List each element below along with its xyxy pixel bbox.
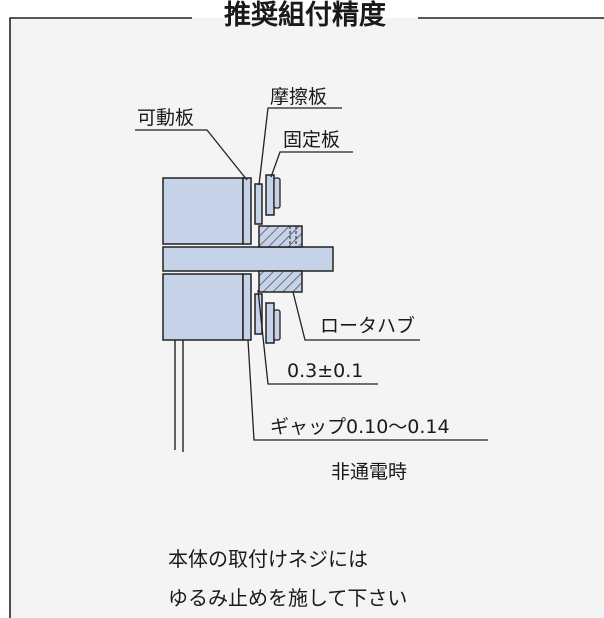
label-movable-plate: 可動板 [137,107,194,129]
fixed-plate-upper [265,174,275,216]
note-line-1: 本体の取付けネジには [168,547,368,571]
label-fixed-plate: 固定板 [283,129,340,151]
housing-upper [162,177,244,245]
shaft [162,246,334,272]
screw-head-lower [273,309,281,341]
leader-friction-plate [258,107,342,186]
label-friction-plate: 摩擦板 [270,86,327,108]
leader-tolerance [257,289,378,385]
movable-plate-lower [242,273,252,341]
frame-border [9,17,604,618]
leader-gap [247,339,488,441]
movable-plate-upper [242,177,252,245]
friction-plate-upper [254,183,263,225]
note-line-2: ゆるみ止めを施して下さい [168,586,407,610]
rotor-hub-upper [258,225,303,248]
brake-body [162,174,334,452]
rotor-hub-lower [258,270,303,293]
panel-background [10,18,604,618]
label-non-energized: 非通電時 [331,461,407,483]
leader-lines [135,107,488,441]
page-title: 推奨組付精度 [224,0,386,31]
screw-head-upper [273,177,281,209]
label-gap: ギャップ0.10〜0.14 [270,416,450,438]
leader-fixed-plate [270,151,353,178]
leader-rotor-hub [292,291,420,341]
fixed-plate-lower [265,302,275,344]
label-rotor-hub: ロータハブ [320,314,415,337]
label-tolerance: 0.3±0.1 [287,360,363,382]
leader-movable-plate [135,129,248,181]
housing-lower [162,273,244,341]
